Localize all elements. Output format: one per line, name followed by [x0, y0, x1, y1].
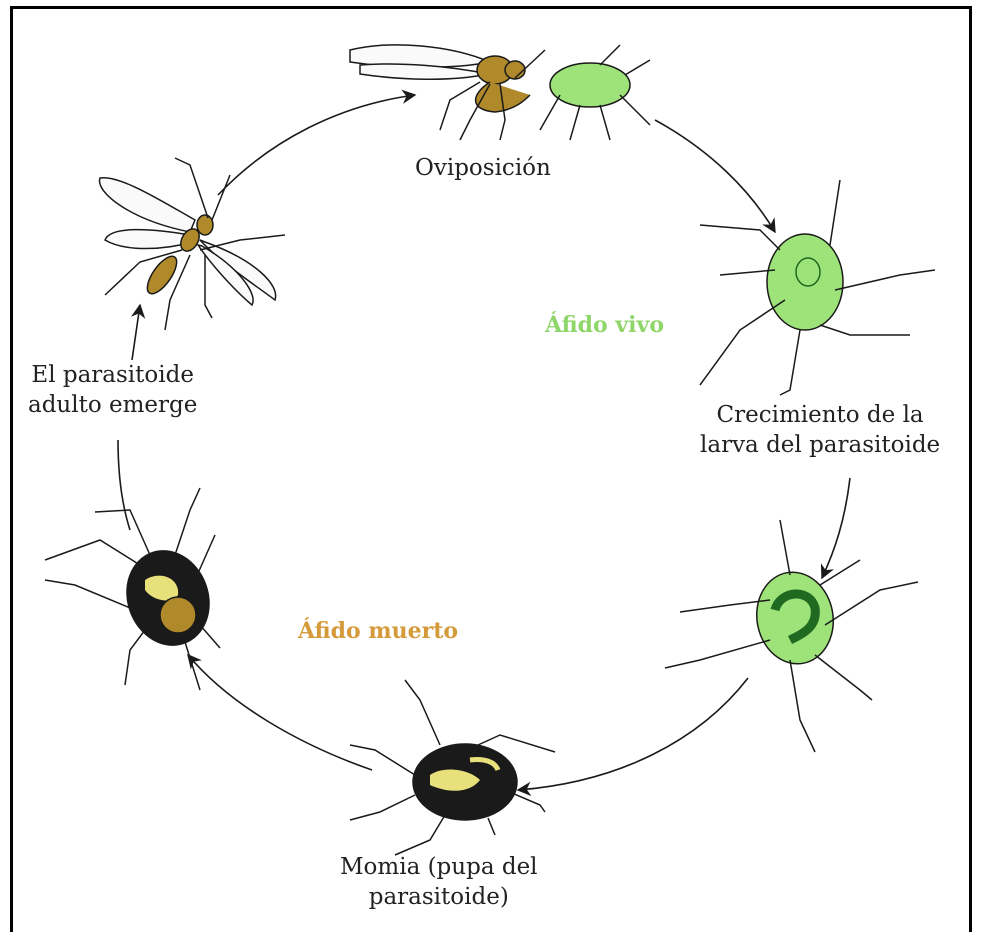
arrow-label-to-wasp: [132, 305, 140, 360]
arrow-emergence-line: [118, 440, 130, 530]
adult-wasp-illustration: [100, 158, 285, 330]
mummy-label-line-1: Momia (pupa del: [340, 852, 538, 882]
mummy-label-line-2: parasitoide): [340, 882, 538, 912]
dead-aphid-state-label: Áfido muerto: [298, 618, 458, 644]
larva-aphid-illustration: [665, 520, 918, 752]
arrow-growth-label-to-larva: [822, 478, 850, 578]
emergence-label: El parasitoide adulto emerge: [28, 360, 197, 420]
growth-label: Crecimiento de la larva del parasitoide: [700, 400, 940, 460]
growth-label-line-1: Crecimiento de la: [700, 400, 940, 430]
growth-label-line-2: larva del parasitoide: [700, 430, 940, 460]
live-aphid-state-label: Áfido vivo: [545, 312, 664, 338]
arrow-oviposition-to-growth: [655, 120, 775, 232]
mummy-illustration: [350, 680, 555, 855]
live-aphid-illustration: [700, 180, 935, 395]
mummy-label: Momia (pupa del parasitoide): [340, 852, 538, 912]
oviposition-label: Oviposición: [415, 153, 551, 183]
emergence-label-line-1: El parasitoide: [28, 360, 197, 390]
arrow-emerge-to-oviposition: [218, 95, 415, 195]
emergence-label-line-2: adulto emerge: [28, 390, 197, 420]
arrow-larva-to-mummy: [518, 678, 748, 790]
emergence-illustration: [45, 488, 222, 690]
oviposition-illustration: [350, 45, 650, 140]
arrow-mummy-to-emergence: [188, 655, 372, 770]
